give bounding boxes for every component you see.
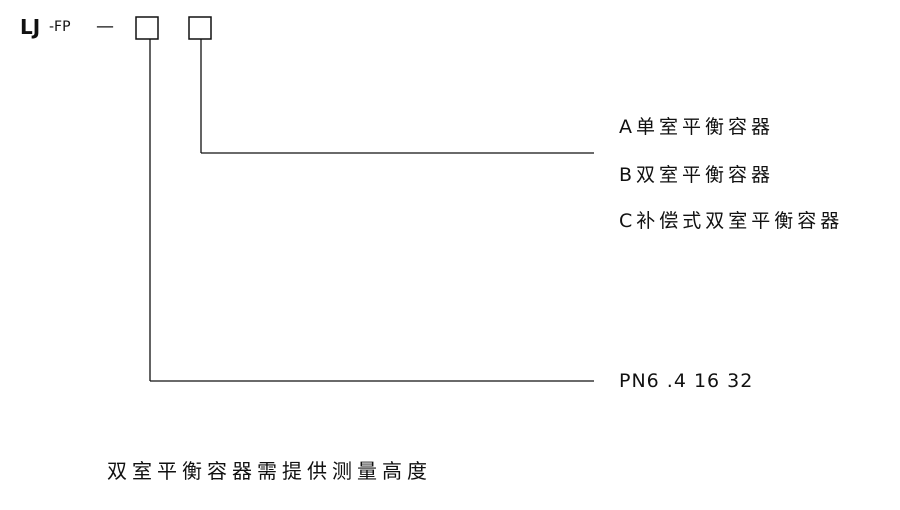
pressure-option-label: PN6 .4 16 32 <box>619 370 754 392</box>
model-code-suffix: -FP <box>49 19 71 35</box>
pressure-code-box <box>135 16 159 40</box>
type-option-compensated-double-chamber: C补偿式双室平衡容器 <box>619 210 844 232</box>
type-option-single-chamber: A单室平衡容器 <box>619 116 774 138</box>
type-option-double-chamber: B双室平衡容器 <box>619 164 775 186</box>
model-code-prefix: LJ <box>20 15 41 39</box>
measurement-height-note: 双室平衡容器需提供测量高度 <box>107 459 432 483</box>
type-code-box <box>188 16 212 40</box>
model-code-dash: — <box>96 16 114 37</box>
